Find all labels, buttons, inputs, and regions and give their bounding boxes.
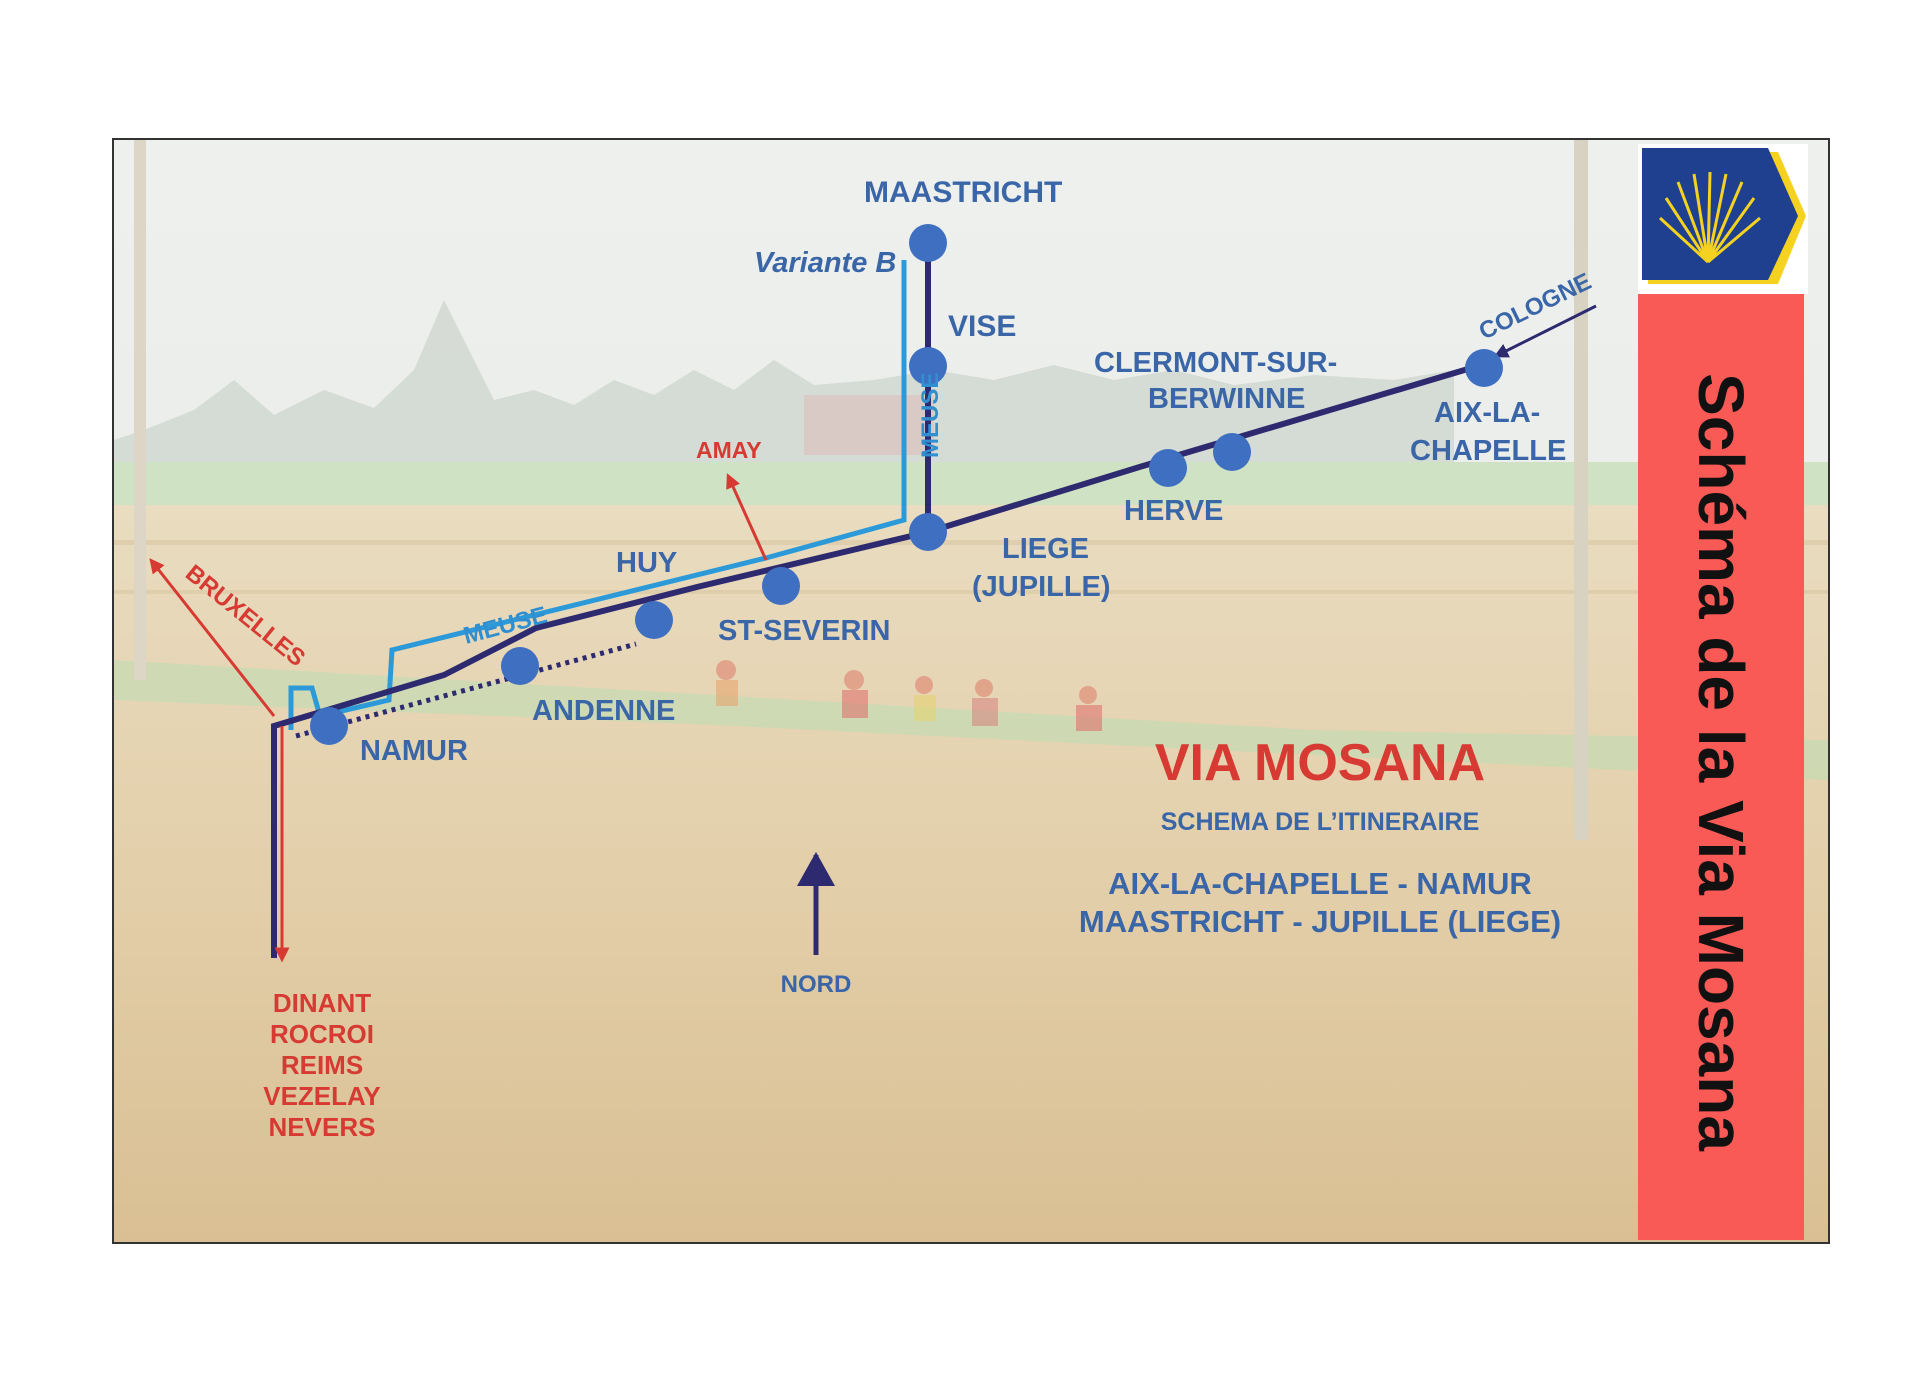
label-huy: HUY <box>616 547 677 579</box>
node-vise <box>909 347 947 385</box>
route-description-2: MAASTRICHT - JUPILLE (LIEGE) <box>1079 904 1561 939</box>
node-liege <box>909 513 947 551</box>
label-meuse-vertical: MEUSE <box>917 373 944 458</box>
meuse-river-line <box>288 260 907 730</box>
node-maastricht <box>909 224 947 262</box>
label-liege-2: (JUPILLE) <box>972 571 1111 603</box>
label-amay: AMAY <box>696 437 762 463</box>
background-photo <box>114 140 1828 1242</box>
label-aix-2: CHAPELLE <box>1410 435 1566 467</box>
label-maastricht: MAASTRICHT <box>864 176 1062 209</box>
route-description-1: AIX-LA-CHAPELLE - NAMUR <box>1108 866 1532 901</box>
node-herve <box>1149 449 1187 487</box>
bruxelles-arrow <box>149 558 276 717</box>
side-title: Schéma de la Via Mosana <box>1685 373 1757 1151</box>
cologne-arrow <box>1493 304 1597 358</box>
node-aix <box>1465 349 1503 387</box>
label-st-severin: ST-SEVERIN <box>718 615 890 647</box>
node-huy <box>635 601 673 639</box>
amay-arrow <box>726 473 768 561</box>
map-subtitle: SCHEMA DE L’ITINERAIRE <box>1161 808 1480 836</box>
label-clermont-1: CLERMONT-SUR- <box>1094 347 1337 379</box>
label-namur: NAMUR <box>360 735 468 767</box>
label-liege-1: LIEGE <box>1002 533 1089 565</box>
label-vise: VISE <box>948 310 1016 343</box>
scallop-shell-icon <box>1638 144 1808 294</box>
map-frame: MAASTRICHT Variante B VISE MEUSE CLERMON… <box>112 138 1830 1244</box>
label-clermont-2: BERWINNE <box>1148 383 1305 415</box>
north-arrow-head <box>797 852 835 886</box>
main-route-line <box>271 363 1479 958</box>
map-title: VIA MOSANA <box>1155 734 1485 792</box>
label-reims: REIMS <box>281 1050 363 1080</box>
label-nord: NORD <box>781 971 852 998</box>
label-variante-b: Variante B <box>754 247 896 279</box>
label-aix-1: AIX-LA- <box>1434 397 1540 429</box>
label-vezelay: VEZELAY <box>263 1081 381 1111</box>
label-nevers: NEVERS <box>269 1112 376 1142</box>
label-dinant: DINANT <box>273 988 371 1018</box>
node-clermont <box>1213 433 1251 471</box>
node-st-severin <box>762 567 800 605</box>
route-map: MAASTRICHT Variante B VISE MEUSE CLERMON… <box>114 140 1828 1242</box>
node-andenne <box>501 647 539 685</box>
label-rocroi: ROCROI <box>270 1019 374 1049</box>
node-namur <box>310 707 348 745</box>
side-title-panel: Schéma de la Via Mosana <box>1638 284 1804 1240</box>
label-andenne: ANDENNE <box>532 695 675 727</box>
label-herve: HERVE <box>1124 495 1223 527</box>
